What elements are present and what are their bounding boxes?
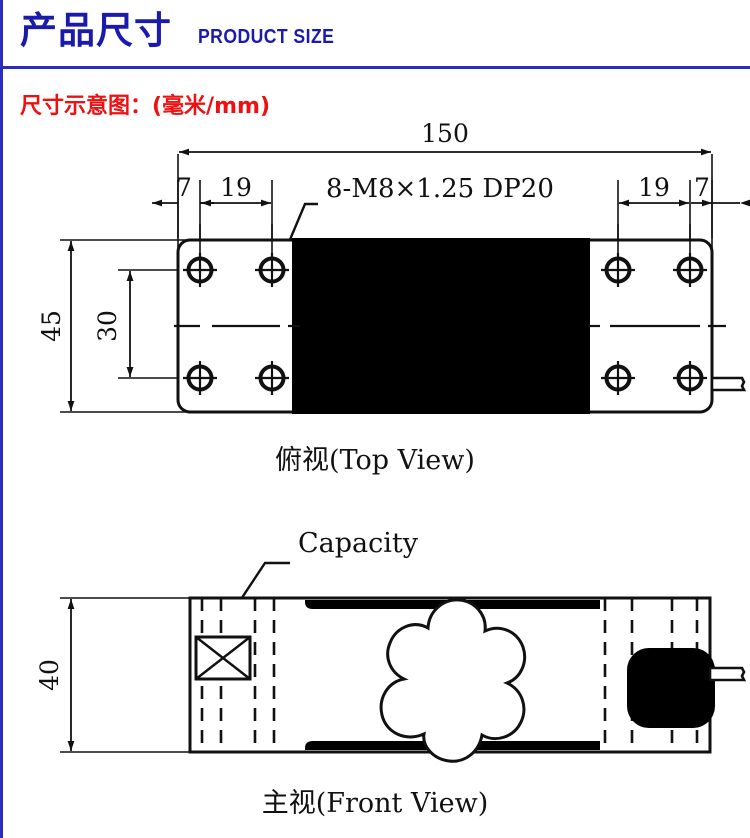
dim-label-left-19: 19: [220, 173, 252, 202]
dim-label-left-7: 7: [176, 173, 192, 202]
front-view-drawing: Capacity 40: [35, 528, 747, 763]
top-view-center-block: [292, 238, 590, 414]
cable-gland: [627, 648, 715, 728]
capacity-plate: [194, 635, 252, 681]
dim-overall-height: 40: [35, 597, 196, 753]
top-view-cable-exit: [710, 376, 747, 392]
dim-label-40: 40: [35, 659, 64, 691]
dim-label-30: 30: [93, 310, 122, 342]
page-title-en: PRODUCT SIZE: [198, 26, 335, 48]
dim-left-edge: 7: [152, 173, 214, 248]
caption-top-view: 俯视(Top View): [275, 445, 475, 476]
technical-drawing: 150 7 19 19 7: [0, 120, 750, 838]
drawing-svg: 150 7 19 19 7: [35, 120, 750, 763]
callout-label-thread: 8-M8×1.25 DP20: [326, 174, 554, 204]
shear-cutout: [379, 598, 527, 763]
dim-left-pitch: 19: [201, 173, 273, 248]
page-title-cn: 产品尺寸: [20, 9, 172, 52]
caption-front-view: 主视(Front View): [261, 788, 489, 819]
dim-right-pitch: 19: [617, 173, 691, 248]
header-divider: [0, 66, 750, 69]
section-header: 产品尺寸 PRODUCT SIZE: [0, 0, 750, 68]
callout-label-capacity: Capacity: [298, 528, 419, 559]
dim-label-right-7: 7: [694, 173, 710, 202]
dim-overall-width: 45: [37, 239, 186, 413]
dim-label-right-19: 19: [638, 173, 670, 202]
dim-right-edge: 7: [691, 173, 750, 248]
top-view-drawing: 150 7 19 19 7: [37, 120, 750, 414]
dim-label-150: 150: [421, 120, 469, 148]
subtitle-units: 尺寸示意图：(毫米/mm): [20, 94, 270, 119]
callout-thread: 8-M8×1.25 DP20: [276, 174, 554, 269]
dim-label-45: 45: [37, 310, 66, 342]
front-view-cable-exit: [708, 666, 747, 682]
